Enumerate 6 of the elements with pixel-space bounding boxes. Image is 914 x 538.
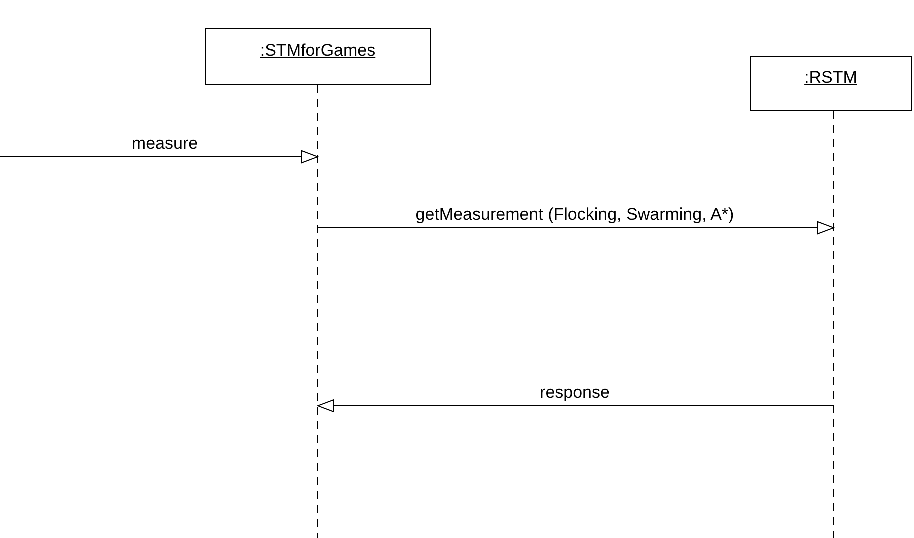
message-label: getMeasurement (Flocking, Swarming, A*)	[414, 206, 736, 223]
object-name: :STMforGames	[260, 40, 376, 60]
message-arrow	[318, 400, 834, 412]
message-arrow	[318, 222, 834, 234]
object-name: :RSTM	[804, 68, 858, 88]
message-arrow	[0, 150, 318, 164]
